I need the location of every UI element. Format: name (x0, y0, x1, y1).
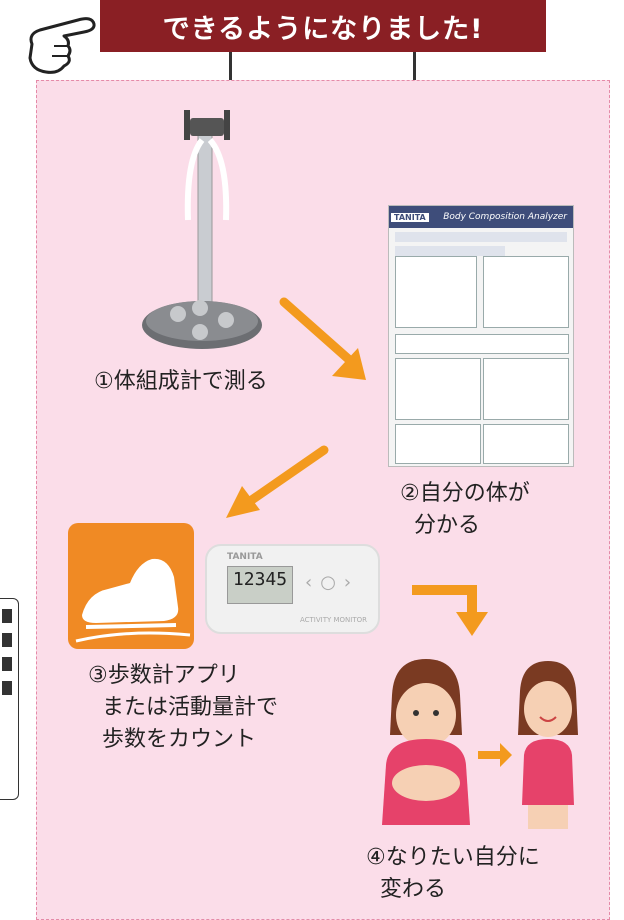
pedometer-brand: TANITA (227, 552, 263, 562)
banner-title: できるようになりました! (100, 0, 546, 52)
after-woman-icon (518, 661, 578, 829)
pedometer-display: 12345 (227, 566, 293, 604)
caption-step4: ④なりたい自分に 変わる (366, 845, 540, 902)
report-title: Body Composition Analyzer (443, 212, 567, 222)
caption-step2: ②自分の体が 分かる (400, 481, 530, 538)
connector-line-left (229, 52, 232, 82)
walking-shoe-app-icon (68, 523, 194, 649)
body-composition-scale-icon (142, 110, 262, 349)
activity-monitor-icon: TANITA 12345 ‹○› ACTIVITY MONITOR (205, 544, 380, 634)
pedometer-controls-icon: ‹○› (305, 572, 360, 593)
caption-step1: ①体組成計で測る (94, 369, 268, 394)
before-woman-icon (382, 659, 470, 825)
women-illustration (382, 659, 578, 829)
arrow-icon (226, 445, 329, 518)
body-composition-report-icon: TANITA Body Composition Analyzer (388, 205, 574, 467)
report-brand: TANITA (391, 212, 429, 222)
caption-step3: ③歩数計アプリ または活動量計で 歩数をカウント (88, 663, 278, 752)
pointing-hand-icon (28, 7, 108, 74)
pedometer-label: ACTIVITY MONITOR (299, 616, 367, 624)
side-tab (0, 598, 19, 800)
connector-line-right (413, 52, 416, 82)
arrow-icon (412, 585, 488, 636)
arrow-icon (279, 297, 366, 380)
